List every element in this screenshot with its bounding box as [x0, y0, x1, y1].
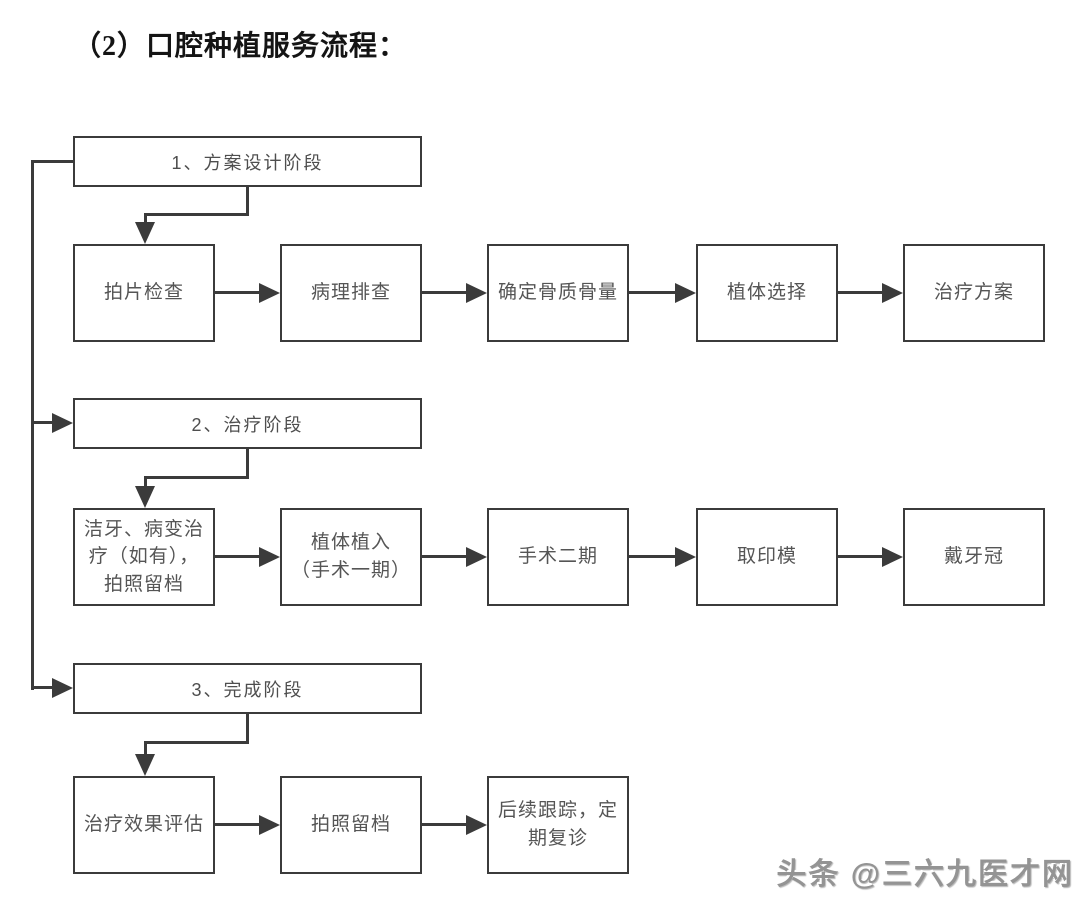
- connector-line: [31, 421, 54, 424]
- flow-node-bone-assessment: 确定骨质骨量: [487, 244, 629, 342]
- connector-line: [838, 555, 884, 558]
- flow-node-outcome-evaluation: 治疗效果评估: [73, 776, 215, 874]
- connector-line: [246, 447, 249, 479]
- flow-node-crown-fitting: 戴牙冠: [903, 508, 1045, 606]
- connector-line: [144, 741, 249, 744]
- page-title: （2）口腔种植服务流程：: [73, 31, 408, 62]
- arrow-right-icon: [259, 547, 280, 567]
- connector-line: [144, 741, 147, 757]
- flow-node-second-stage-surgery: 手术二期: [487, 508, 629, 606]
- connector-line: [629, 555, 677, 558]
- connector-line: [422, 823, 468, 826]
- arrow-right-icon: [466, 815, 487, 835]
- connector-line: [629, 291, 677, 294]
- flow-node-follow-up: 后续跟踪，定期复诊: [487, 776, 629, 874]
- arrow-down-icon: [135, 222, 155, 244]
- connector-line: [144, 476, 147, 489]
- flow-node-xray-check: 拍片检查: [73, 244, 215, 342]
- connector-line: [144, 213, 249, 216]
- stage-box-plan-design: 1、方案设计阶段: [73, 136, 422, 187]
- flow-node-pathology-screen: 病理排查: [280, 244, 422, 342]
- flow-node-implant-placement: 植体植入 （手术一期）: [280, 508, 422, 606]
- connector-line: [215, 555, 261, 558]
- arrow-right-icon: [675, 283, 696, 303]
- connector-line: [838, 291, 884, 294]
- flow-node-treatment-plan: 治疗方案: [903, 244, 1045, 342]
- arrow-right-icon: [259, 283, 280, 303]
- arrow-right-icon: [52, 413, 73, 433]
- flow-node-photo-archive: 拍照留档: [280, 776, 422, 874]
- arrow-right-icon: [466, 547, 487, 567]
- arrow-down-icon: [135, 754, 155, 776]
- arrow-right-icon: [466, 283, 487, 303]
- connector-line: [31, 160, 34, 690]
- connector-line: [144, 213, 147, 225]
- connector-line: [422, 555, 468, 558]
- flow-node-cleaning-lesion-treatment: 洁牙、病变治疗（如有），拍照留档: [73, 508, 215, 606]
- flow-node-implant-selection: 植体选择: [696, 244, 838, 342]
- stage-box-completion: 3、完成阶段: [73, 663, 422, 714]
- connector-line: [215, 823, 261, 826]
- stage-box-treatment: 2、治疗阶段: [73, 398, 422, 449]
- connector-line: [144, 476, 249, 479]
- connector-line: [246, 712, 249, 744]
- connector-line: [31, 686, 54, 689]
- arrow-right-icon: [882, 547, 903, 567]
- connector-line: [31, 160, 75, 163]
- arrow-right-icon: [675, 547, 696, 567]
- connector-line: [422, 291, 468, 294]
- arrow-right-icon: [52, 678, 73, 698]
- watermark: 头条 @三六九医才网: [776, 858, 1074, 891]
- arrow-right-icon: [882, 283, 903, 303]
- arrow-right-icon: [259, 815, 280, 835]
- connector-line: [246, 185, 249, 216]
- connector-line: [215, 291, 261, 294]
- arrow-down-icon: [135, 486, 155, 508]
- flow-node-impression: 取印模: [696, 508, 838, 606]
